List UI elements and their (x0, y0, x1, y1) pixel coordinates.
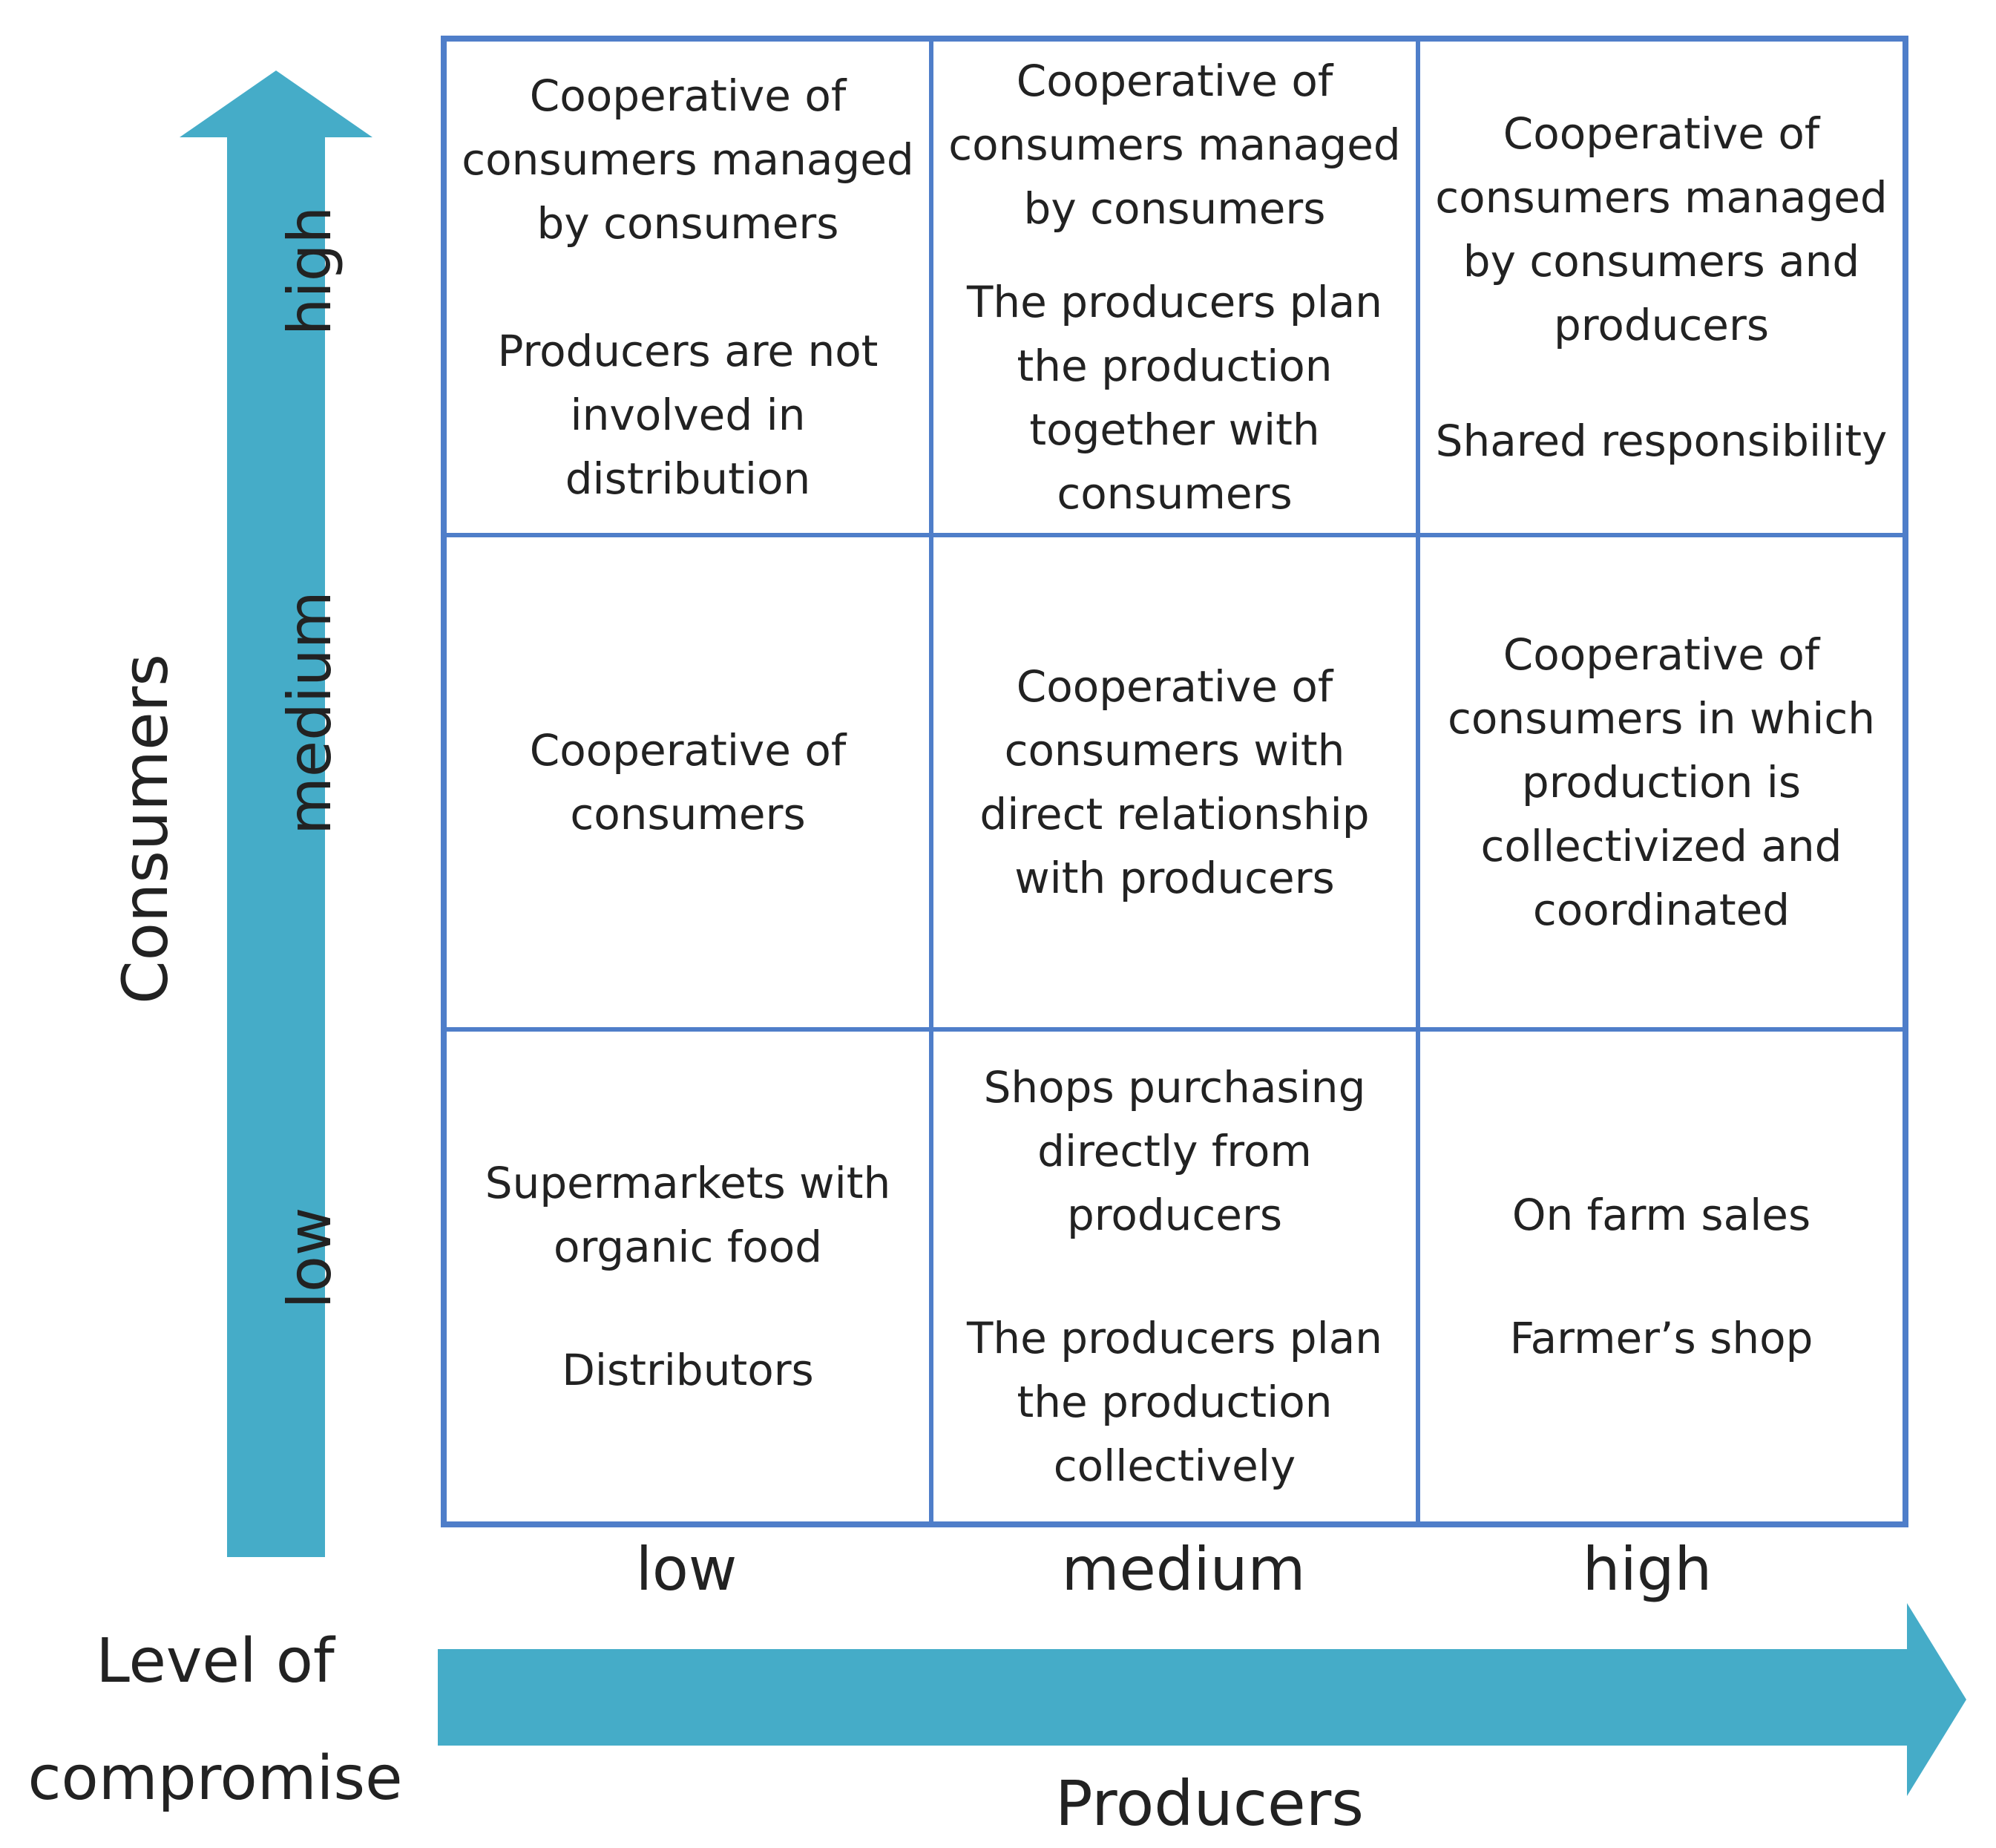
consumers-axis-label: Consumers (109, 653, 182, 1005)
cell-text: Shared responsibility (1435, 416, 1888, 466)
cell-text: Cooperative of consumers managed by cons… (462, 71, 914, 249)
cell-medium-medium: Cooperative of consumers with direct rel… (931, 535, 1418, 1029)
column-label-medium: medium (1061, 1535, 1306, 1604)
cell-text: Supermarkets with organic food (485, 1158, 891, 1272)
cell-text: On farm sales (1511, 1190, 1811, 1240)
level-label-line1: Level of (96, 1626, 335, 1697)
cell-low-low: Supermarkets with organic food Distribut… (444, 1029, 931, 1524)
cell-medium-low: Cooperative of consumers (444, 535, 931, 1029)
cell-high-medium: Cooperative of consumers managed by cons… (931, 39, 1418, 535)
cell-medium-high: Cooperative of consumers in which produc… (1418, 535, 1905, 1029)
cell-text: Distributors (562, 1345, 814, 1395)
cell-text: Cooperative of consumers in which produc… (1447, 629, 1876, 935)
cell-text: Producers are not involved in distributi… (497, 326, 879, 504)
consumers-arrow (180, 71, 372, 1557)
producers-arrow (438, 1603, 1966, 1796)
cell-text: Cooperative of consumers managed by cons… (1435, 108, 1888, 350)
column-label-low: low (635, 1535, 738, 1604)
compromise-matrix: Cooperative of consumers managed by cons… (441, 36, 1908, 1527)
cell-text: Shops purchasing directly from producers (983, 1062, 1366, 1240)
cell-high-high: Cooperative of consumers managed by cons… (1418, 39, 1905, 535)
row-label-high: high (275, 206, 344, 336)
cell-text: Cooperative of consumers managed by cons… (948, 56, 1401, 234)
cell-text: Farmer’s shop (1509, 1313, 1813, 1363)
cell-high-low: Cooperative of consumers managed by cons… (444, 39, 931, 535)
row-label-medium: medium (275, 591, 344, 835)
cell-low-medium: Shops purchasing directly from producers… (931, 1029, 1418, 1524)
cell-text: The producers plan the production collec… (966, 1313, 1383, 1491)
column-label-high: high (1582, 1535, 1713, 1604)
cell-text: Cooperative of consumers (529, 725, 847, 839)
cell-text: Cooperative of consumers with direct rel… (979, 661, 1370, 903)
level-label-line2: compromise (27, 1743, 403, 1814)
cell-low-high: On farm sales Farmer’s shop (1418, 1029, 1905, 1524)
row-label-low: low (275, 1207, 344, 1309)
cell-text: The producers plan the production togeth… (966, 277, 1383, 519)
producers-axis-label: Producers (1055, 1767, 1364, 1840)
level-of-compromise-label: Level of compromise (22, 1603, 408, 1838)
